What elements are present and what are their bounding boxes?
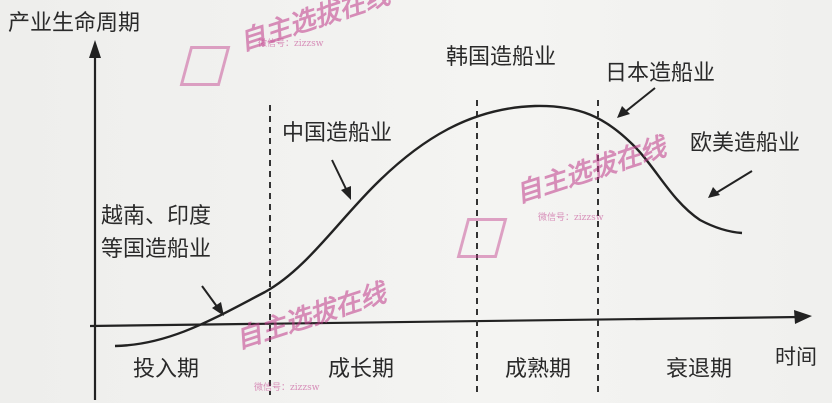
watermark-subtext-2: 微信号：zizzsw bbox=[538, 213, 604, 223]
x-axis bbox=[89, 315, 801, 328]
arrow-japan bbox=[617, 87, 656, 118]
europe-us-label: 欧美造船业 bbox=[690, 131, 801, 156]
watermark-subtext-3: 微信号：zizzsw bbox=[254, 383, 320, 393]
lifecycle-curve bbox=[114, 104, 743, 348]
vietnam-india-label-line2: 等国造船业 bbox=[101, 237, 212, 262]
arrow-china bbox=[331, 159, 351, 200]
arrow-europe-us bbox=[708, 170, 753, 198]
stage-label-decline: 衰退期 bbox=[666, 357, 733, 382]
y-axis-label: 产业生命周期 bbox=[8, 11, 141, 36]
japan-label: 日本造船业 bbox=[605, 61, 716, 86]
china-label: 中国造船业 bbox=[282, 121, 393, 146]
arrow-vietnam-india bbox=[201, 285, 224, 316]
x-axis-arrow bbox=[794, 310, 812, 324]
stage-label-introduction: 投入期 bbox=[133, 357, 200, 382]
stage-label-growth: 成长期 bbox=[328, 357, 395, 382]
watermark-subtext-1: 微信号：zizzsw bbox=[258, 39, 324, 49]
korea-label: 韩国造船业 bbox=[446, 45, 557, 70]
x-axis-label: 时间 bbox=[775, 345, 817, 369]
y-axis-arrow bbox=[89, 40, 101, 58]
vietnam-india-label-line1: 越南、印度 bbox=[101, 204, 212, 229]
stage-label-maturity: 成熟期 bbox=[505, 357, 572, 382]
